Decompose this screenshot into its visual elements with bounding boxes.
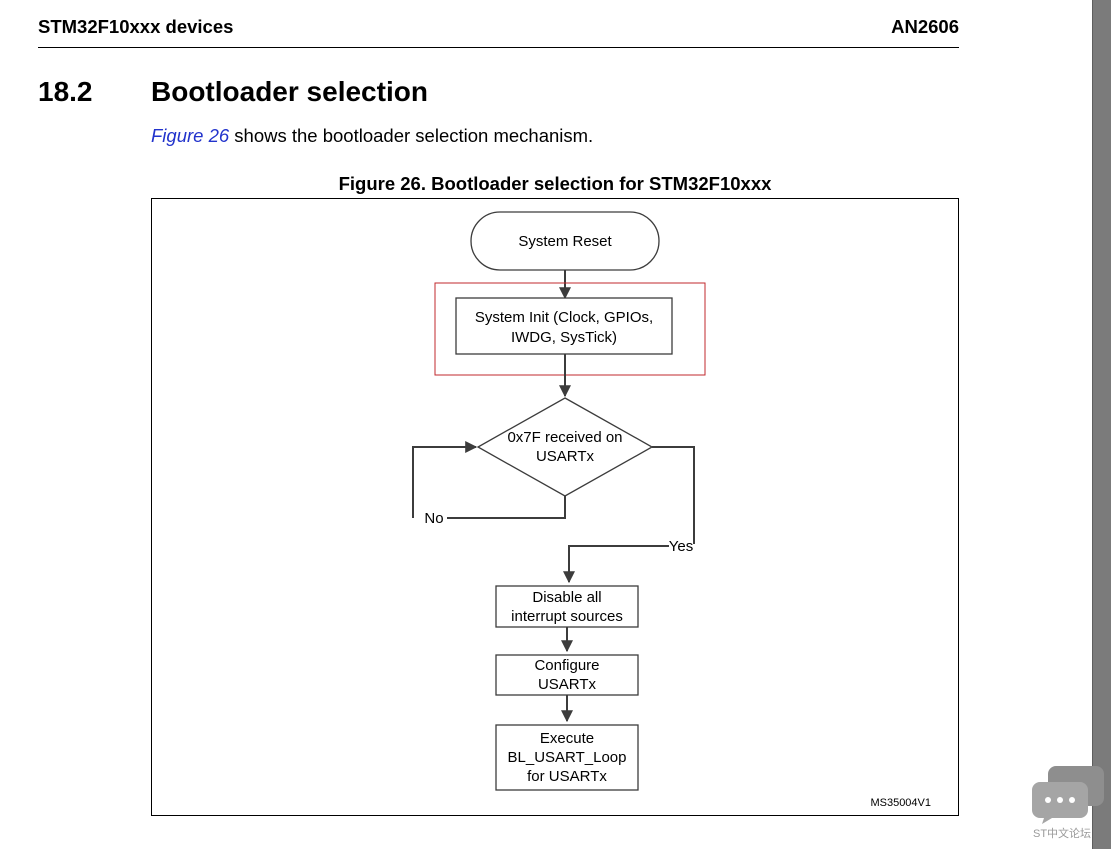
running-header-title: STM32F10xxx devices bbox=[38, 16, 234, 37]
disable-line2: interrupt sources bbox=[511, 608, 623, 625]
system-init-box bbox=[455, 297, 673, 355]
system-init-line1: System Init (Clock, GPIOs, bbox=[475, 309, 653, 326]
chat-widget[interactable] bbox=[1030, 764, 1106, 829]
flowchart-figure: System Reset System Init (Clock, GPIOs, … bbox=[151, 198, 959, 821]
disable-interrupts-box bbox=[495, 585, 639, 628]
yes-path-b bbox=[563, 545, 669, 584]
disable-line1: Disable all bbox=[532, 589, 601, 606]
no-loop-path-a bbox=[447, 496, 566, 519]
usart-decision-diamond bbox=[476, 397, 654, 497]
chat-bubble-icon[interactable] bbox=[1030, 764, 1106, 824]
execute-line3: for USARTx bbox=[527, 768, 607, 785]
highlight-box bbox=[434, 282, 706, 376]
decision-line1: 0x7F received on bbox=[507, 429, 622, 446]
figure-caption: Figure 26. Bootloader selection for STM3… bbox=[338, 173, 772, 194]
figure-id-code: MS35004V1 bbox=[870, 797, 931, 809]
system-init-line2: IWDG, SysTick) bbox=[511, 329, 617, 346]
intro-paragraph: Figure 26 shows the bootloader selection… bbox=[151, 125, 593, 147]
yes-path-a bbox=[652, 446, 695, 544]
execute-loop-box bbox=[495, 724, 639, 791]
execute-line1: Execute bbox=[540, 730, 594, 747]
viewer-scrollbar[interactable] bbox=[1092, 0, 1111, 849]
section-title: Bootloader selection bbox=[151, 76, 428, 107]
decision-line2: USARTx bbox=[536, 448, 595, 465]
running-header-docnum: AN2606 bbox=[891, 16, 959, 37]
intro-text: shows the bootloader selection mechanism… bbox=[229, 125, 594, 146]
system-reset-label: System Reset bbox=[518, 233, 612, 250]
header-rule bbox=[38, 47, 959, 48]
section-number: 18.2 bbox=[38, 76, 93, 107]
configure-line2: USARTx bbox=[538, 676, 597, 693]
no-label: No bbox=[424, 510, 443, 527]
no-loop-path-b bbox=[412, 441, 478, 518]
execute-line2: BL_USART_Loop bbox=[508, 749, 627, 766]
yes-label: Yes bbox=[669, 538, 693, 555]
chat-widget-label: ST中文论坛 bbox=[1033, 828, 1092, 840]
configure-line1: Configure bbox=[534, 657, 599, 674]
figure-link[interactable]: Figure 26 bbox=[151, 125, 230, 146]
figure-frame bbox=[151, 198, 959, 816]
